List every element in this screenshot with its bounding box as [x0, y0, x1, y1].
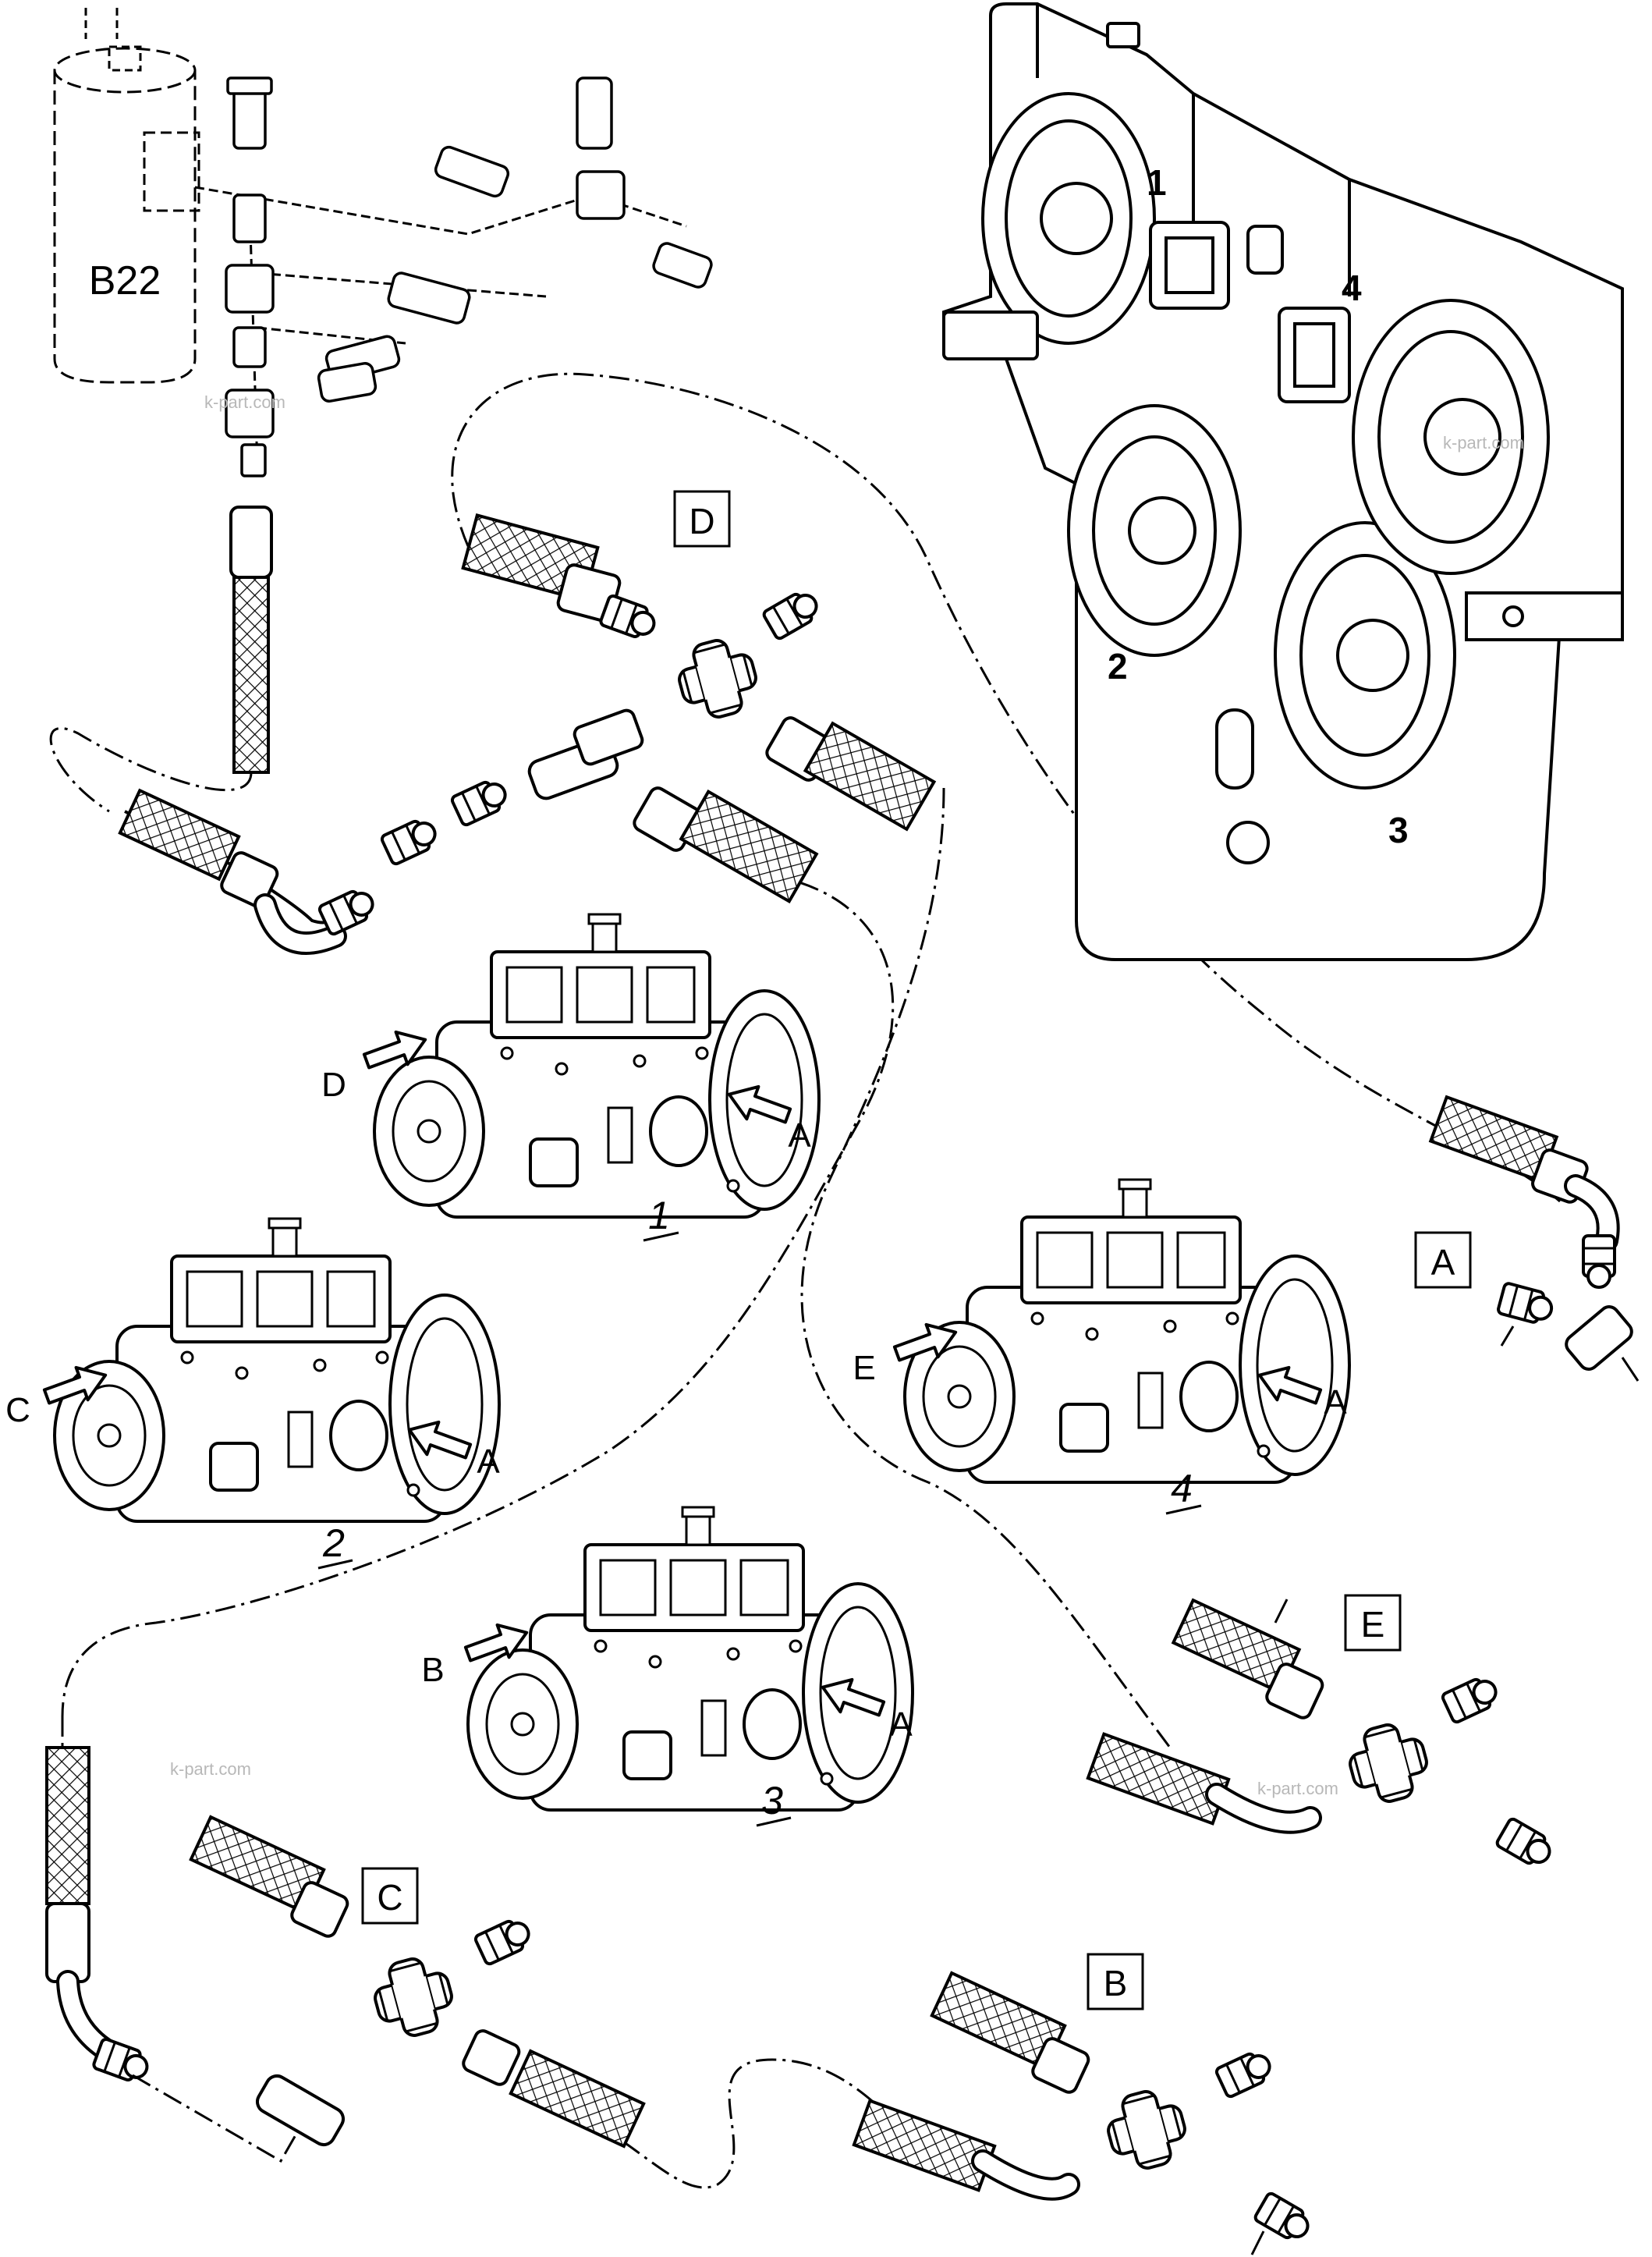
- pump-2-labels: C A 2: [5, 1357, 500, 1570]
- gearbox-port-2: 2: [1108, 646, 1128, 687]
- pump-4: [903, 1178, 1351, 1484]
- watermark-1: k-part.com: [204, 392, 285, 412]
- svg-text:3: 3: [761, 1779, 783, 1822]
- svg-text:C: C: [5, 1391, 30, 1429]
- detail-e-assembly: [1086, 1598, 1558, 1872]
- gearbox: [942, 2, 1624, 961]
- filter-b22: B22: [53, 8, 200, 384]
- watermark-3: k-part.com: [1257, 1779, 1338, 1798]
- svg-text:B: B: [421, 1651, 444, 1689]
- pump-1-labels: D A 1: [321, 1021, 811, 1242]
- pump-2: [53, 1217, 501, 1523]
- gearbox-port-4: 4: [1342, 268, 1362, 308]
- detail-box-d: D: [673, 490, 731, 548]
- svg-text:E: E: [853, 1349, 875, 1387]
- svg-text:E: E: [1361, 1604, 1385, 1645]
- detail-b-assembly: [852, 1971, 1316, 2255]
- filter-label: B22: [89, 258, 161, 303]
- pump-3: [466, 1506, 914, 1812]
- hose-filter-down: [229, 506, 273, 774]
- detail-box-a: A: [1414, 1231, 1472, 1289]
- gearbox-port-1: 1: [1147, 162, 1167, 203]
- detail-box-e: E: [1344, 1594, 1402, 1652]
- watermark-4: k-part.com: [170, 1759, 251, 1779]
- svg-text:C: C: [377, 1877, 402, 1918]
- pump-4-labels: E A 4: [853, 1314, 1347, 1515]
- detail-box-b: B: [1087, 1953, 1144, 2010]
- watermark-2: k-part.com: [1443, 433, 1524, 452]
- svg-text:4: 4: [1171, 1467, 1193, 1510]
- filter-fitting-parts: [225, 76, 713, 477]
- svg-text:2: 2: [322, 1521, 345, 1565]
- svg-text:A: A: [889, 1705, 913, 1744]
- svg-text:A: A: [1431, 1242, 1455, 1283]
- svg-text:A: A: [788, 1116, 811, 1155]
- svg-text:D: D: [689, 501, 714, 541]
- pump-1: [373, 913, 821, 1219]
- svg-text:B: B: [1104, 1963, 1128, 2003]
- svg-text:D: D: [321, 1066, 346, 1104]
- gearbox-port-3: 3: [1388, 810, 1409, 850]
- svg-text:A: A: [1324, 1383, 1347, 1421]
- svg-text:1: 1: [648, 1194, 670, 1237]
- detail-a-assembly: [1428, 1095, 1640, 1382]
- detail-c-assembly: [45, 1746, 646, 2163]
- detail-d-assembly: [118, 513, 937, 955]
- detail-box-c: C: [361, 1867, 419, 1925]
- pump-3-labels: B A 3: [421, 1614, 913, 1827]
- svg-text:A: A: [477, 1443, 500, 1481]
